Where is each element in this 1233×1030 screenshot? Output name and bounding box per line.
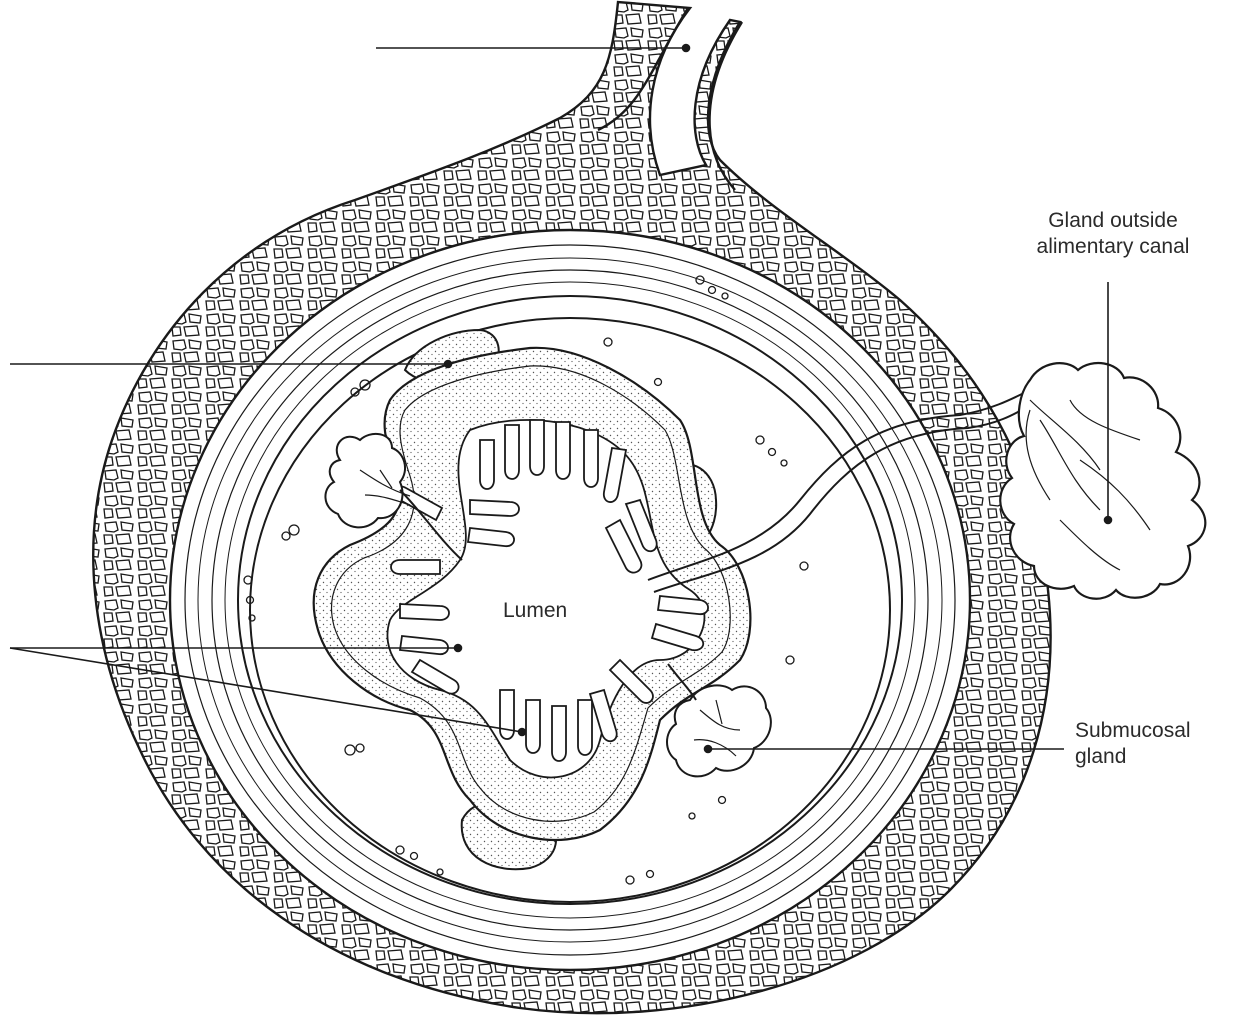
- submucosal-gland-label-line2: gland: [1075, 744, 1191, 770]
- external-gland: [1000, 363, 1205, 599]
- gland-outside-label-line1: Gland outside: [1008, 208, 1218, 234]
- gland-outside-label-line2: alimentary canal: [1008, 234, 1218, 260]
- submucosal-gland-label: Submucosal gland: [1075, 718, 1191, 770]
- submucosal-gland-label-line1: Submucosal: [1075, 718, 1191, 744]
- gland-outside-label: Gland outside alimentary canal: [1008, 208, 1218, 260]
- lumen-label: Lumen: [503, 598, 567, 624]
